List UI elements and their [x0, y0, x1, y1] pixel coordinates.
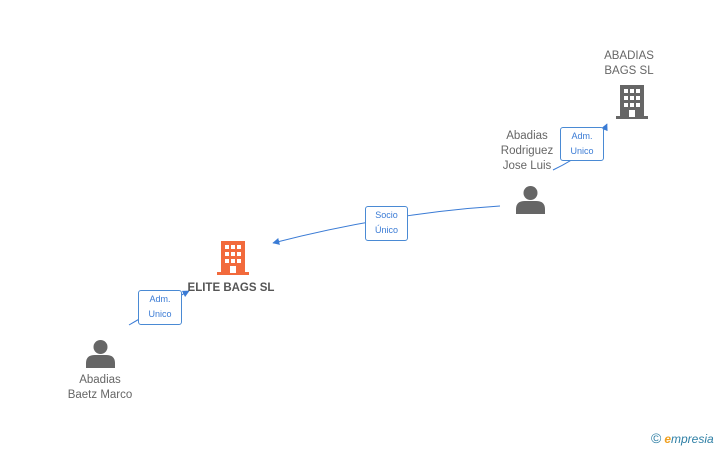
brand-initial: e — [664, 432, 672, 446]
person-icon[interactable] — [516, 185, 545, 214]
edge-role-line2: Unico — [148, 309, 172, 319]
building-icon-main[interactable] — [217, 241, 249, 275]
person-name-line1: Abadias — [79, 374, 121, 386]
company-name-line1: ABADIAS — [604, 50, 654, 62]
person-name-line1: Abadias — [506, 130, 548, 142]
company-name: ELITE BAGS SL — [187, 282, 275, 294]
person-label-jose-luis[interactable]: Abadias Rodriguez Jose Luis — [490, 129, 564, 174]
building-icon[interactable] — [616, 85, 648, 119]
edge-label-adm-unico-bottom[interactable]: Adm. Unico — [138, 290, 182, 325]
footer-brand: ©empresia — [651, 430, 714, 446]
edge-label-adm-unico-top[interactable]: Adm. Unico — [560, 127, 604, 161]
edge-label-socio-unico[interactable]: Socio Único — [365, 206, 408, 241]
person-name-line2: Baetz Marco — [67, 389, 133, 401]
edge-role-line2: Unico — [570, 146, 594, 156]
edge-role-line1: Adm. — [149, 294, 171, 304]
person-name-line2: Rodriguez — [500, 145, 554, 157]
person-icon[interactable] — [86, 339, 115, 368]
edge-role-line1: Socio — [375, 210, 398, 220]
company-label-abadias-bags[interactable]: ABADIAS BAGS SL — [590, 49, 668, 79]
person-label-baetz-marco[interactable]: Abadias Baetz Marco — [58, 373, 142, 403]
edge-role-line2: Único — [374, 225, 398, 235]
copyright-icon: © — [651, 430, 662, 446]
edge-role-line1: Adm. — [571, 131, 593, 141]
company-name-line2: BAGS SL — [604, 65, 654, 77]
person-name-line3: Jose Luis — [502, 160, 552, 172]
company-label-elite-bags[interactable]: ELITE BAGS SL — [183, 281, 279, 296]
brand-name: mpresia — [671, 432, 714, 446]
